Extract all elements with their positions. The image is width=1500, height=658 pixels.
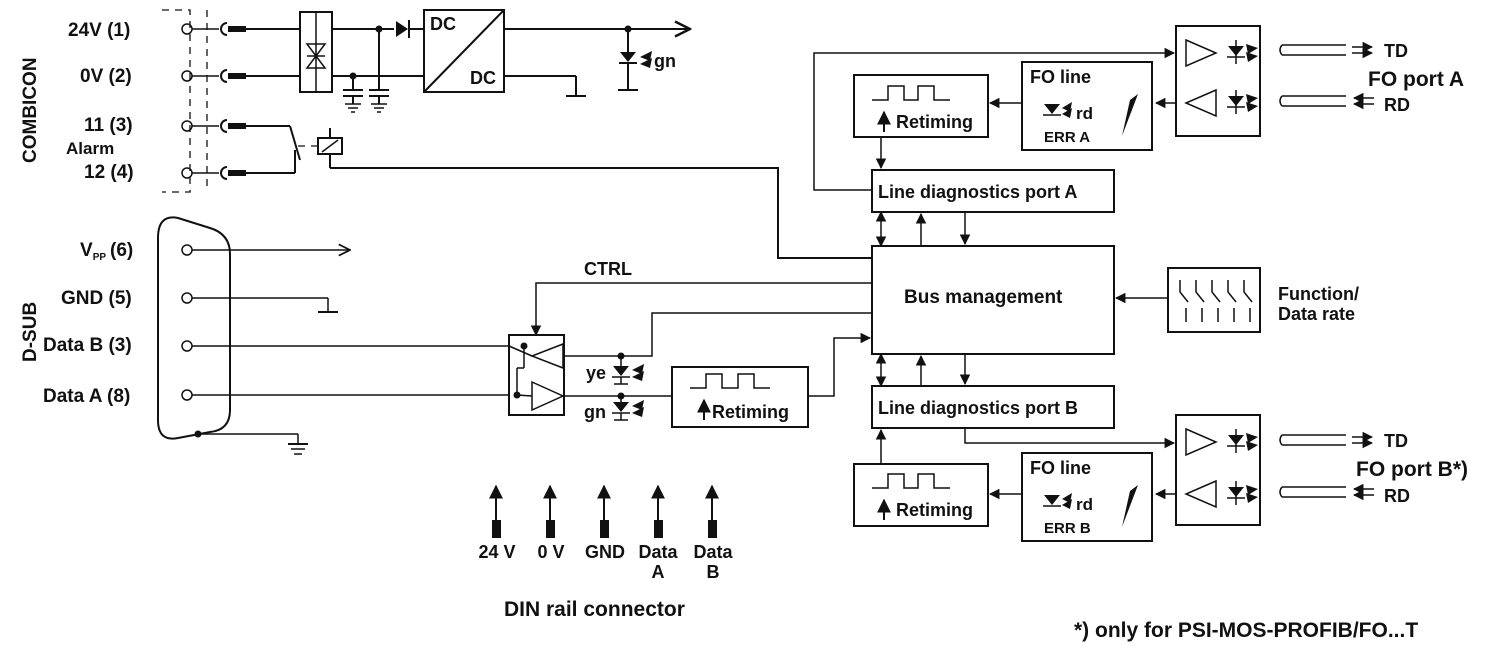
din-pin-data-b-line2: B xyxy=(707,562,720,582)
fo-line-b-led: rd xyxy=(1076,495,1093,514)
line-diag-b-box xyxy=(871,385,1115,429)
fo-line-a-led: rd xyxy=(1076,104,1093,123)
rs485-leds xyxy=(612,352,644,421)
bus-management-box xyxy=(871,245,1115,355)
power-led-gn-label: gn xyxy=(654,51,676,71)
data-a-pin-label: Data A (8) xyxy=(43,386,130,407)
footnote: *) only for PSI-MOS-PROFIB/FO...T xyxy=(1074,619,1418,642)
power-wiring xyxy=(246,11,424,113)
led-gn-label: gn xyxy=(584,402,606,422)
err-a-label: ERR A xyxy=(1044,129,1090,146)
rs485-transceiver xyxy=(508,334,565,416)
din-pin-data-b-line1: Data xyxy=(693,542,733,562)
retiming-block-b xyxy=(853,463,989,527)
combicon-title: COMBICON xyxy=(20,57,41,163)
function-switch-block xyxy=(1114,267,1261,333)
fiber-connectors-b xyxy=(1279,431,1374,501)
bus-management-label: Bus management xyxy=(904,287,1063,308)
line-diag-a-label: Line diagnostics port A xyxy=(878,182,1077,202)
fo-line-a-title: FO line xyxy=(1030,67,1091,87)
fo-line-b-title: FO line xyxy=(1030,458,1091,478)
combicon-pins xyxy=(181,22,246,180)
vpp-label: VPP(6) xyxy=(80,240,133,263)
dsub-pins-wiring xyxy=(181,245,509,455)
retiming-to-bus xyxy=(808,332,872,397)
dc-output-wiring xyxy=(504,26,690,97)
fo-port-a-title: FO port A xyxy=(1368,68,1464,91)
alarm-relay xyxy=(246,125,872,259)
rd-a-label: RD xyxy=(1384,95,1410,115)
td-b-label: TD xyxy=(1384,431,1408,451)
rd-b-label: RD xyxy=(1384,486,1410,506)
din-pin-24v: 24 V xyxy=(478,542,515,562)
retiming-a-label: Retiming xyxy=(896,112,973,132)
line-diag-a-box xyxy=(871,169,1115,213)
fo-port-b-title: FO port B*) xyxy=(1356,458,1468,481)
data-b-pin-label: Data B (3) xyxy=(43,335,132,356)
led-ye-label: ye xyxy=(586,363,606,383)
function-label-line1: Function/ xyxy=(1278,284,1359,304)
port-a-links xyxy=(813,47,1176,248)
retiming-block-a xyxy=(853,74,989,138)
din-rail-pins xyxy=(489,484,719,538)
din-pin-0v: 0 V xyxy=(537,542,564,562)
retiming-rs485-label: Retiming xyxy=(712,402,789,422)
dc-out-label: DC xyxy=(470,68,496,88)
fiber-connectors-a xyxy=(1279,41,1374,110)
terminal-0v-label: 0V (2) xyxy=(80,66,132,87)
fo-transceiver-a xyxy=(1175,25,1261,137)
terminal-12-label: 12 (4) xyxy=(84,162,134,183)
din-pin-gnd: GND xyxy=(585,542,625,562)
gnd-pin-label: GND (5) xyxy=(61,288,132,309)
din-pin-data-a-line1: Data xyxy=(638,542,678,562)
rx-line xyxy=(564,312,872,357)
function-label-line2: Data rate xyxy=(1278,304,1355,324)
retiming-block-rs485 xyxy=(671,366,809,428)
port-b-links xyxy=(875,352,1176,500)
combicon-connector xyxy=(162,9,208,193)
err-b-label: ERR B xyxy=(1044,520,1091,537)
terminal-11-label: 11 (3) xyxy=(84,115,133,136)
ctrl-label: CTRL xyxy=(584,259,632,279)
dsub-connector-shell xyxy=(157,216,231,440)
din-pin-data-a-line2: A xyxy=(652,562,665,582)
terminal-24v-label: 24V (1) xyxy=(68,20,130,41)
alarm-label: Alarm xyxy=(66,139,114,158)
retiming-b-label: Retiming xyxy=(896,500,973,520)
td-a-label: TD xyxy=(1384,41,1408,61)
line-diag-b-label: Line diagnostics port B xyxy=(878,398,1078,418)
dc-in-label: DC xyxy=(430,14,456,34)
fo-line-b-block xyxy=(1021,452,1153,542)
dsub-title: D-SUB xyxy=(20,302,41,362)
din-rail-title: DIN rail connector xyxy=(504,598,685,621)
fo-line-a-block xyxy=(1021,61,1153,151)
dc-dc-converter xyxy=(423,9,505,93)
fo-transceiver-b xyxy=(1175,414,1261,526)
ctrl-line xyxy=(530,282,872,337)
